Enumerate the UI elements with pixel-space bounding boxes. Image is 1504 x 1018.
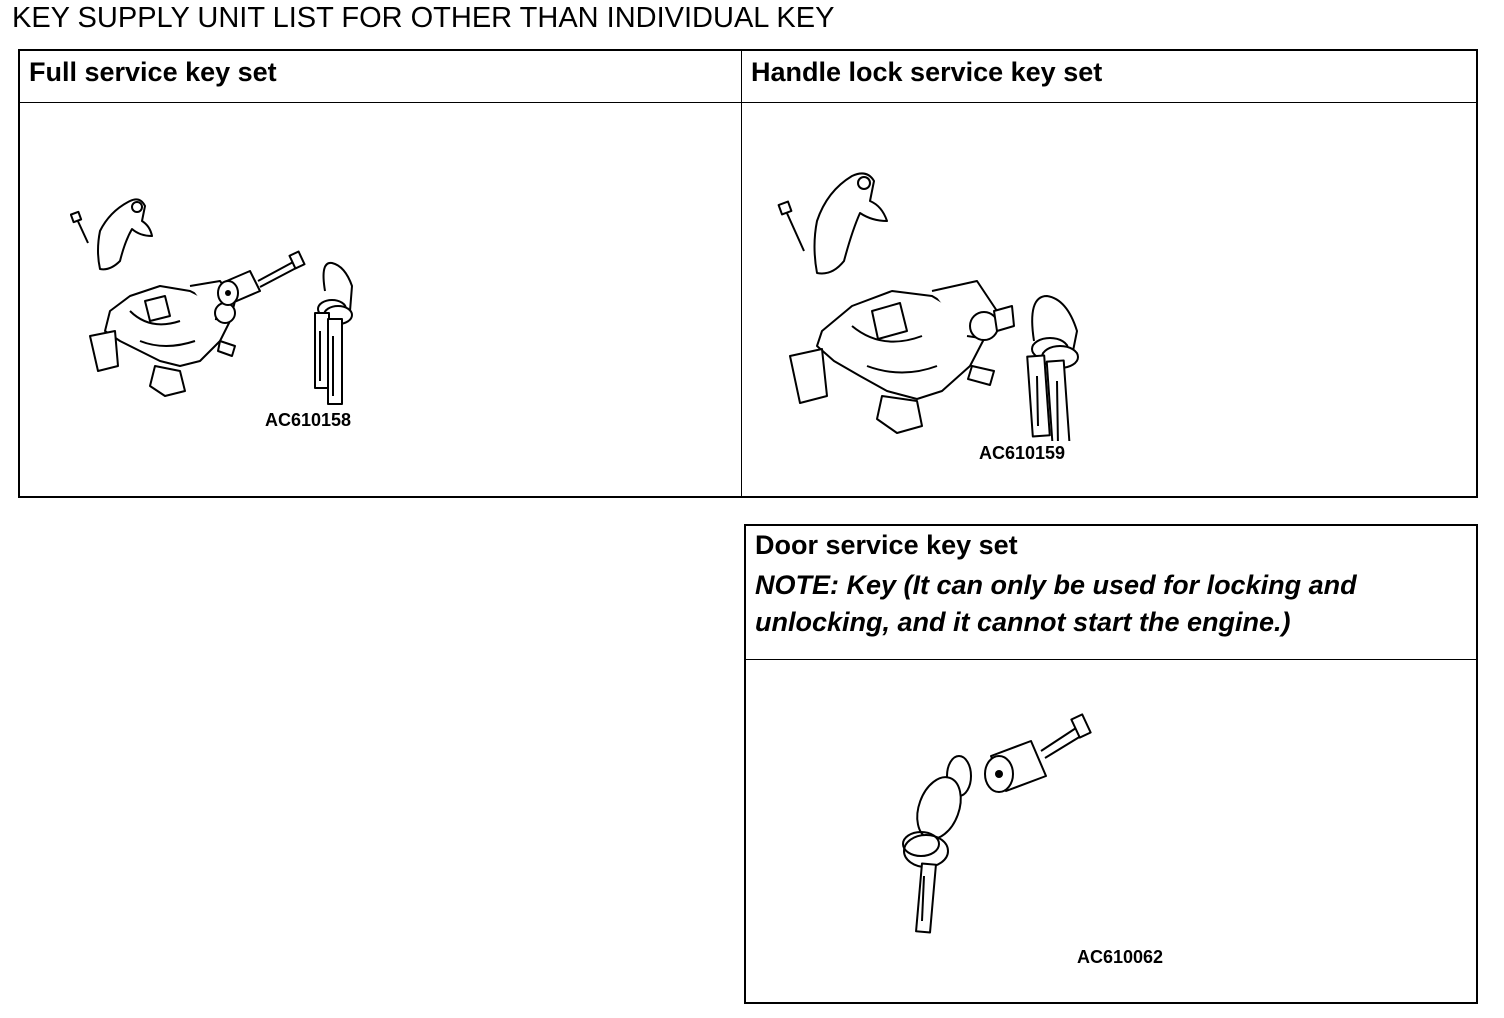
handle-lock-service-key-set-heading: Handle lock service key set: [742, 51, 1476, 103]
full-service-key-set-illustration: [70, 198, 353, 405]
handle-lock-service-key-set-cell: Handle lock service key set: [742, 51, 1476, 496]
key-ring-icon: [902, 755, 972, 934]
door-lock-cylinder-icon: [984, 713, 1092, 793]
full-service-key-set-cell: Full service key set: [20, 51, 742, 496]
key-set-table: Full service key set: [18, 49, 1478, 498]
page-title: KEY SUPPLY UNIT LIST FOR OTHER THAN INDI…: [12, 2, 835, 34]
door-service-key-set-figure-code: AC610062: [1077, 947, 1164, 967]
door-service-key-set-illustration: [902, 713, 1092, 934]
door-service-key-set-header: Door service key set NOTE: Key (It can o…: [746, 526, 1476, 660]
door-service-key-set-note: NOTE: Key (It can only be used for locki…: [755, 570, 1357, 637]
key-ring-icon: [1026, 295, 1079, 441]
handle-lock-service-key-set-illustration: [777, 172, 1079, 441]
full-service-key-set-heading: Full service key set: [20, 51, 741, 103]
steering-lock-assembly-icon: [777, 172, 1015, 434]
key-ring-icon: [314, 261, 353, 405]
full-service-key-set-figure-code: AC610158: [265, 410, 352, 430]
door-lock-cylinder-icon: [217, 250, 306, 306]
handle-lock-service-key-set-figure-code: AC610159: [979, 443, 1066, 463]
door-service-key-set-box: Door service key set NOTE: Key (It can o…: [744, 524, 1478, 1004]
steering-lock-assembly-icon: [70, 198, 236, 397]
door-service-key-set-heading: Door service key set: [755, 530, 1018, 560]
